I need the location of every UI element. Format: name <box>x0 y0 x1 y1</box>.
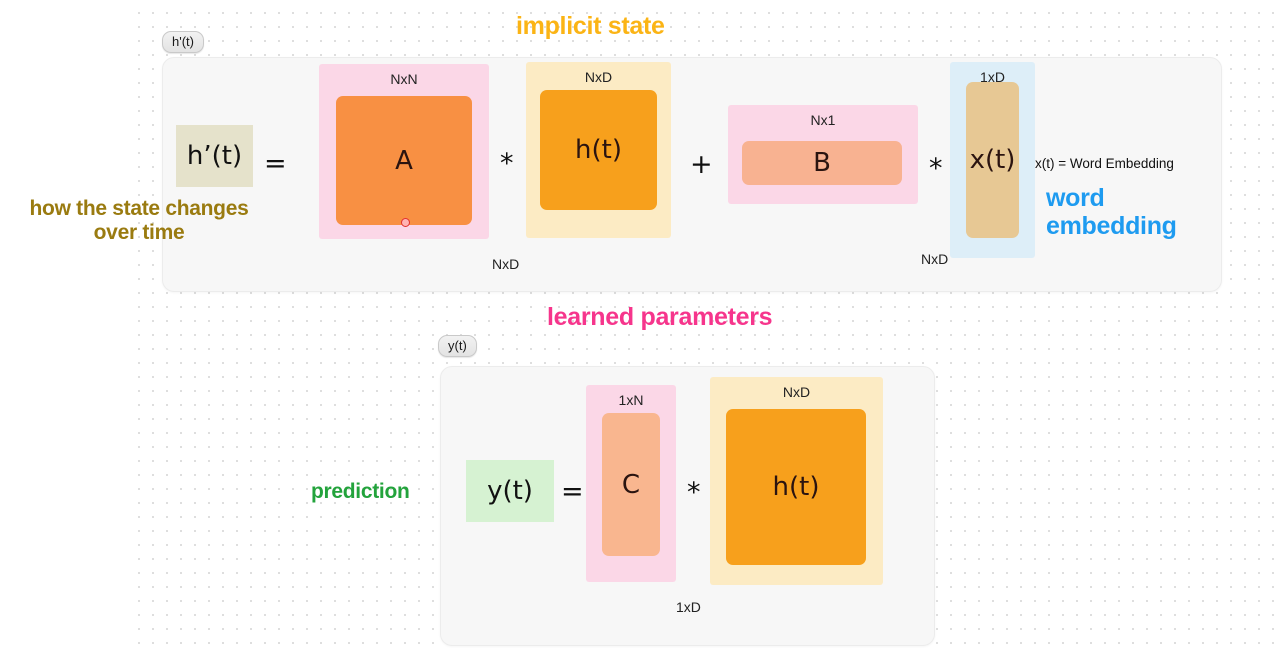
annotation-word-embedding: word embedding <box>1046 184 1177 240</box>
matrix-block-c: C <box>602 413 660 556</box>
x-t-definition-text: x(t) = Word Embedding <box>1035 156 1174 171</box>
annotation-prediction: prediction <box>311 480 410 503</box>
matrix-block-h-bottom: h(t) <box>726 409 866 565</box>
operator-equals-top: = <box>264 148 287 179</box>
annotation-learned-parameters: learned parameters <box>547 303 773 331</box>
result-dim-label-bx: NxD <box>921 251 949 267</box>
dim-label-c: 1xN <box>618 392 644 408</box>
result-dim-label-ch: 1xD <box>676 599 701 615</box>
matrix-block-h-top: h(t) <box>540 90 657 210</box>
red-dot-marker-icon <box>401 218 410 227</box>
result-block-y-t: y(t) <box>466 460 554 522</box>
tag-y-t[interactable]: y(t) <box>438 335 477 357</box>
tag-h-prime-t[interactable]: h'(t) <box>162 31 204 53</box>
annotation-implicit-state: implicit state <box>516 12 665 40</box>
result-block-h-prime-t: h’(t) <box>176 125 253 187</box>
result-dim-label-ah: NxD <box>492 256 520 272</box>
dim-label-h-bottom: NxD <box>782 384 811 400</box>
dim-label-x: 1xD <box>980 69 1005 85</box>
operator-multiply-c-h: * <box>687 477 701 508</box>
annotation-how-state-changes: how the state changes over time <box>29 197 249 244</box>
operator-multiply-b-x: * <box>929 153 943 184</box>
operator-plus-top: + <box>690 149 713 180</box>
matrix-block-x: x(t) <box>966 82 1019 238</box>
matrix-block-b: B <box>742 141 902 185</box>
dim-label-a: NxN <box>390 71 418 87</box>
matrix-block-a: A <box>336 96 472 225</box>
dim-label-b: Nx1 <box>810 112 836 128</box>
dim-label-h-top: NxD <box>584 69 613 85</box>
operator-multiply-a-h: * <box>500 148 514 179</box>
operator-equals-bottom: = <box>561 476 584 507</box>
